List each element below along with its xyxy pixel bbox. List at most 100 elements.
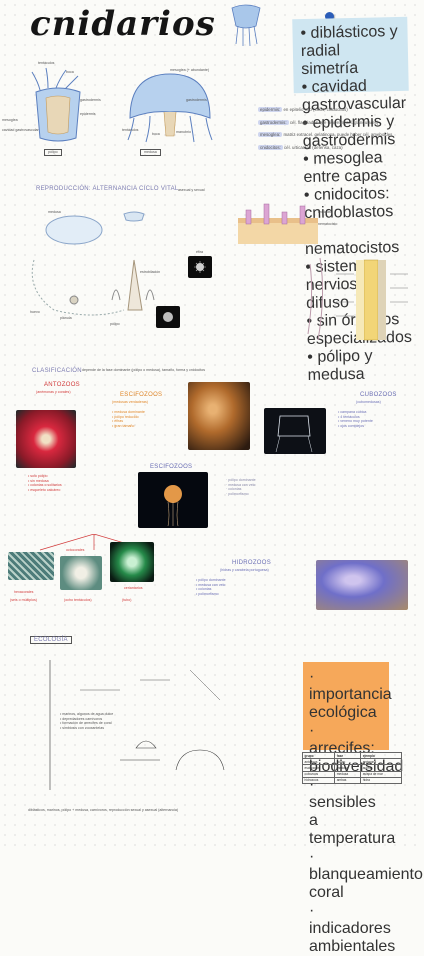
group-sub-3: (hidras y carabela portuguesa) xyxy=(220,568,269,572)
keyword-term: mesoglea: xyxy=(258,132,283,138)
list-item: · indicadores ambientales xyxy=(309,902,396,955)
footer-summary: diblásticos, marinos, pólipo + medusa, c… xyxy=(28,808,179,812)
list-item: • colonias xyxy=(196,587,212,592)
keyword-term: gastrodermis: xyxy=(258,119,289,125)
group-items-2: • campana cúbica• 4 tentáculos• veneno m… xyxy=(338,410,418,428)
medusa-label-1: tentáculos xyxy=(122,128,139,132)
classification-mid-notes: · pólipo dominante· medusa con velo· col… xyxy=(226,478,326,496)
life-cycle-diagram xyxy=(31,211,155,316)
table-cell: hidrozoos xyxy=(301,776,336,784)
cell-label-1: nematocisto xyxy=(318,222,338,226)
group-name-3: HIDROZOOS xyxy=(232,560,272,566)
table-cell: ambas xyxy=(334,776,362,784)
list-item: • campana cúbica xyxy=(338,410,367,414)
reproduction-label: huevo xyxy=(30,310,40,314)
group-items-0: • solo pólipo• sin medusa• colonias o so… xyxy=(28,474,106,492)
polyp-caption: pólipo xyxy=(44,149,62,156)
ecology-list: • marinos, algunos de agua dulce• depred… xyxy=(60,712,270,730)
medusa-label-4: gastrodermis xyxy=(186,98,207,102)
list-item: • marinos, algunos de agua dulce xyxy=(60,712,114,716)
keyword-item: epidermis: en epitelio mio (cilios, cnid… xyxy=(258,107,420,113)
keyword-text: cél. urticantes (defensa, caza) xyxy=(282,144,343,150)
list-item: • éfiras xyxy=(112,419,124,424)
anthozoa-sub-2: ceriantarios xyxy=(124,586,143,590)
list-item: • polimorfismo xyxy=(196,591,219,596)
medusa-photo xyxy=(138,472,208,528)
reproduction-label: éfira xyxy=(196,250,203,254)
list-item: • gran tamaño xyxy=(112,423,135,428)
list-item: · blanqueamiento coral xyxy=(309,848,423,901)
list-item: • formación de arrecifes de coral xyxy=(60,721,112,726)
group-sub-1: (medusas verdaderas) xyxy=(112,400,148,404)
anthozoa-sub-0: hexacorales xyxy=(14,590,34,594)
group-items-3: • pólipo dominante• medusa con velo• col… xyxy=(196,578,306,596)
polyp-label-3: epidermis xyxy=(80,112,96,116)
cnidocyte-diagram xyxy=(238,203,318,244)
keyword-text: en epitelio mio (cilios, cnidocitos) xyxy=(282,107,348,112)
reproduction-label: estrobilación xyxy=(140,270,161,274)
list-item: • colonias o solitarios xyxy=(28,483,62,488)
list-item: • pólipo y medusa xyxy=(307,347,373,384)
ephyra-photo xyxy=(188,256,212,278)
list-item: • medusa dominante xyxy=(112,410,145,414)
keyword-term: cnidocitos: xyxy=(258,144,283,150)
cell-label-0: cnidocito xyxy=(318,210,333,214)
hexacoral-photo xyxy=(8,552,54,580)
medusa-caption: medusa xyxy=(140,149,161,156)
group-items-1: • medusa dominante• pólipo reducido• éfi… xyxy=(112,410,186,428)
medusa-label-2: boca xyxy=(152,132,160,136)
anthozoa-caption-0: (seis o múltiplos) xyxy=(10,598,37,602)
ecology-heading: ECOLOGÍA xyxy=(30,636,72,644)
group-sub-0: (anémonas y corales) xyxy=(36,390,71,394)
medusa-label-0: mesoglea (+ abundante) xyxy=(170,68,210,72)
box-jellyfish-photo xyxy=(264,408,326,454)
octocoral-photo xyxy=(60,556,102,590)
keyword-item: gastrodermis: cél. flageladas que digier… xyxy=(258,119,420,126)
keyword-item: mesoglea: matriz extracel. gelatinosa, p… xyxy=(258,132,420,138)
anthozoa-caption-2: (tubo) xyxy=(122,598,132,602)
list-item: • solo pólipo xyxy=(28,474,48,478)
keyword-item: cnidocitos: cél. urticantes (defensa, ca… xyxy=(258,144,420,151)
polyp-label-1: boca xyxy=(66,70,74,74)
ceriantharia-photo xyxy=(110,542,154,582)
page-title: cnidarios xyxy=(30,4,216,44)
table-cell: hidra xyxy=(360,776,402,784)
list-item: • ojos complejos xyxy=(338,423,365,428)
list-item: • depredadores carnívoros xyxy=(60,716,103,721)
list-item: • 4 tentáculos xyxy=(338,414,360,419)
anthozoa-caption-1: (ocho tentáculos) xyxy=(64,598,92,602)
pushpin-icon xyxy=(325,12,334,21)
list-item: • sin medusa xyxy=(28,478,49,483)
reproduction-label: plánula xyxy=(60,316,72,320)
reproduction-heading: REPRODUCCIÓN: ALTERNANCIA CICLO VITAL xyxy=(36,186,179,192)
polyp-label-5: cavidad gastrovascular xyxy=(2,128,39,132)
keyword-list: epidermis: en epitelio mio (cilios, cnid… xyxy=(258,107,420,158)
keyword-text: matriz extracel. gelatinosa, puede haber… xyxy=(282,132,393,138)
list-item: · colonias xyxy=(226,487,242,492)
group-name-0: ANTOZOOS xyxy=(44,382,80,388)
ecology-sketch xyxy=(49,660,225,790)
polyp-label-2: gastrodermis xyxy=(80,98,101,102)
keyword-text: cél. flageladas que digieren (cel. gland… xyxy=(288,119,379,125)
orange-note: · importancia ecológica· arrecifes: biod… xyxy=(303,662,423,955)
list-item: · sensibles a temperatura xyxy=(309,776,396,847)
list-item: • esqueleto calcáreo xyxy=(28,487,61,492)
planula-photo xyxy=(156,306,180,328)
reproduction-label: medusa xyxy=(48,210,61,214)
anemone-photo xyxy=(16,410,76,468)
scyphozoa-photo xyxy=(188,382,250,450)
list-item: • cnidocitos: cnidoblastos xyxy=(303,185,394,223)
group-name-2: CUBOZOOS xyxy=(360,392,397,398)
polyp-label-4: mesoglea xyxy=(2,118,18,122)
keyword-term: epidermis: xyxy=(258,107,283,112)
group-sub-label: ESCIFOZOOS xyxy=(150,464,193,470)
group-name-1: ESCIFOZOOS xyxy=(120,392,163,398)
list-item: · pólipo dominante xyxy=(226,478,256,482)
list-item: • diblásticos y radial simetría xyxy=(300,23,398,79)
medusa-diagram xyxy=(127,73,213,143)
anthozoa-sub-1: octocorales xyxy=(66,548,85,552)
list-item: · polimorfismo xyxy=(226,491,249,496)
group-sub-2: (cubomedusas) xyxy=(356,400,381,404)
